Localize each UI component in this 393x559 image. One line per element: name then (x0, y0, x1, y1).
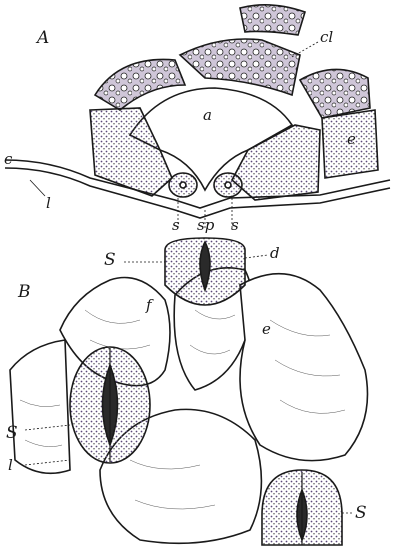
label-d: d (270, 246, 280, 261)
wavy-cell-right (240, 274, 368, 461)
label-e-b: e (262, 322, 271, 337)
label-e-top: e (347, 132, 356, 147)
upper-cell-right (300, 69, 370, 118)
panel-b-label: B (18, 284, 31, 301)
label-S-left: S (6, 425, 18, 442)
panel-a-label: A (37, 30, 49, 47)
label-s-right: s (231, 218, 239, 233)
label-a: a (203, 108, 212, 123)
label-c: c (4, 152, 12, 167)
label-S-top: S (104, 252, 116, 269)
wavy-cell-farleft (10, 340, 70, 473)
label-cl: cl (320, 30, 333, 45)
label-f: f (146, 298, 152, 313)
label-l-b: l (8, 458, 13, 473)
upper-cell-mid (180, 39, 300, 95)
label-l-top: l (46, 196, 51, 211)
panel-b-surface (10, 238, 368, 545)
label-S-bottom: S (355, 505, 367, 522)
upper-cell-topright (240, 5, 305, 35)
label-s-left: s (172, 218, 180, 233)
label-sp: sp (197, 218, 214, 233)
